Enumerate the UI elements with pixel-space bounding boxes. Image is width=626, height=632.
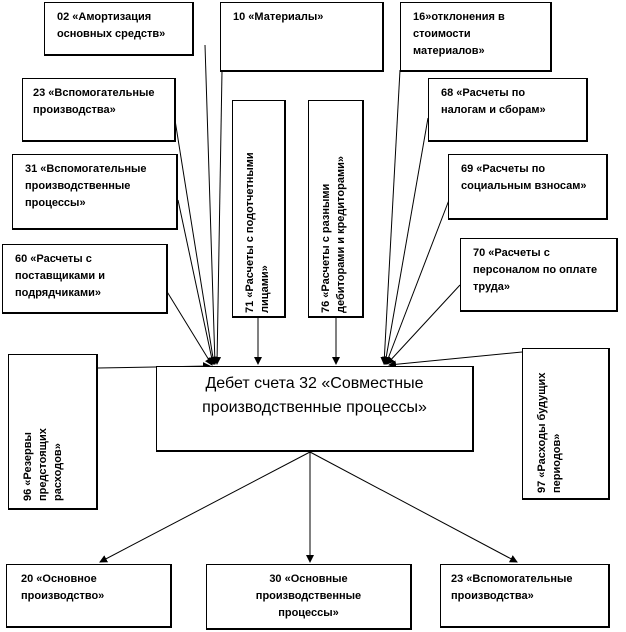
box-71-label: 71 «Расчеты с подотчетными лицами»: [244, 152, 271, 313]
center-box-32: Дебет счета 32 «Совместные производствен…: [156, 366, 474, 452]
box-76: 76 «Расчеты с разными дебиторами и креди…: [308, 100, 364, 318]
center-box-label: Дебет счета 32 «Совместные производствен…: [202, 375, 427, 416]
arrow-from-69: [384, 199, 450, 365]
box-69: 69 «Расчеты по социальным взносам»: [448, 154, 608, 220]
box-76-label: 76 «Расчеты с разными дебиторами и креди…: [320, 156, 347, 313]
arrow-from-97: [388, 351, 523, 369]
box-16-label: 16»отклонения в стоимости материалов»: [413, 11, 505, 57]
arrow-from-70: [386, 284, 461, 365]
box-60-label: 60 «Расчеты с поставщиками и подрядчикам…: [15, 253, 105, 299]
box-10: 10 «Материалы»: [220, 2, 384, 72]
box-96: 96 «Резервы предстоящих расходов»: [8, 354, 98, 510]
output-box-23: 23 «Вспомогательные производства»: [440, 564, 610, 628]
arrow-from-23: [174, 119, 217, 365]
box-31-label: 31 «Вспомогательные производственные про…: [25, 163, 147, 209]
box-70: 70 «Расчеты с персоналом по оплате труда…: [460, 238, 618, 312]
box-68-label: 68 «Расчеты по налогам и сборам»: [441, 87, 546, 116]
arrow-to-23-out: [309, 451, 518, 563]
box-71: 71 «Расчеты с подотчетными лицами»: [232, 100, 286, 318]
box-16: 16»отклонения в стоимости материалов»: [400, 2, 552, 72]
output-box-30: 30 «Основные производственные процессы»: [206, 564, 412, 630]
box-97-label: 97 «Расходы будущих периодов»: [536, 372, 563, 493]
box-69-label: 69 «Расчеты по социальным взносам»: [461, 163, 587, 192]
box-31: 31 «Вспомогательные производственные про…: [12, 154, 178, 230]
box-02-label: 02 «Амортизация основных средств»: [57, 11, 166, 40]
box-97: 97 «Расходы будущих периодов»: [522, 348, 610, 500]
box-70-label: 70 «Расчеты с персоналом по оплате труда…: [473, 247, 598, 293]
arrow-from-02: [204, 44, 219, 365]
arrow-to-20: [99, 451, 311, 563]
output-box-20-label: 20 «Основное производство»: [21, 573, 105, 602]
box-23: 23 «Вспомогательные производства»: [22, 78, 176, 142]
box-68: 68 «Расчеты по налогам и сборам»: [428, 78, 588, 142]
box-60: 60 «Расчеты с поставщиками и подрядчикам…: [2, 244, 168, 314]
output-box-30-label: 30 «Основные производственные процессы»: [255, 573, 362, 619]
arrow-from-60: [165, 289, 213, 366]
box-23-label: 23 «Вспомогательные производства»: [33, 87, 155, 116]
arrow-from-16: [380, 69, 401, 365]
arrow-from-68: [382, 117, 429, 365]
output-box-20: 20 «Основное производство»: [6, 564, 172, 628]
box-96-label: 96 «Резервы предстоящих расходов»: [22, 428, 64, 501]
arrow-from-31: [177, 199, 216, 365]
box-02: 02 «Амортизация основных средств»: [44, 2, 194, 56]
box-10-label: 10 «Материалы»: [233, 11, 324, 23]
output-box-23-label: 23 «Вспомогательные производства»: [451, 573, 573, 602]
arrow-from-10: [213, 70, 223, 365]
